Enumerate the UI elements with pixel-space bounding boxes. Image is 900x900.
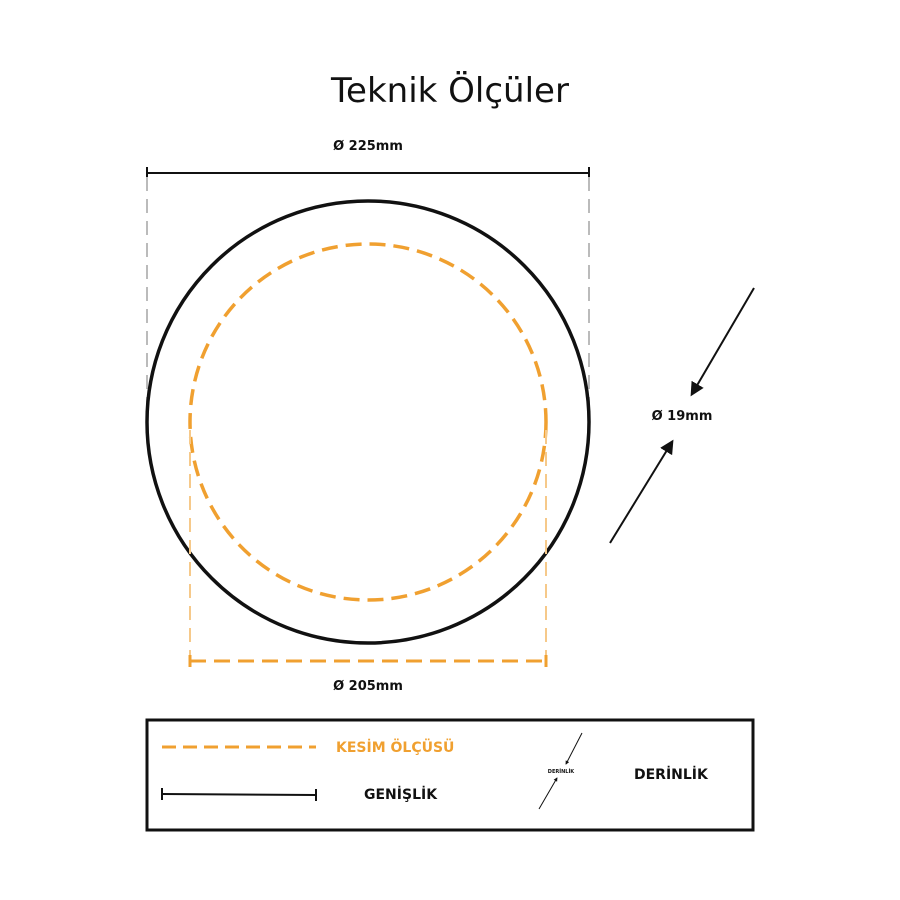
legend-cut-label: KESİM ÖLÇÜSÜ xyxy=(336,738,454,756)
legend-box xyxy=(145,718,755,832)
depth-arrow-bottom xyxy=(609,439,674,544)
legend-depth-mini-label: DERİNLİK xyxy=(548,768,576,775)
cut-circle xyxy=(188,242,548,602)
legend-width-line-sample xyxy=(161,793,317,796)
legend-depth-mini-arrow-top xyxy=(565,732,583,765)
legend-depth-label: DERİNLİK xyxy=(634,766,709,783)
legend-width-label: GENİŞLİK xyxy=(364,786,438,803)
depth-label: Ø 19mm xyxy=(652,409,713,424)
outer-circle xyxy=(145,199,591,645)
outer-diameter-label: Ø 225mm xyxy=(333,139,403,154)
page-title: Teknik Ölçüler xyxy=(330,70,569,111)
cut-diameter-label: Ø 205mm xyxy=(333,679,403,694)
legend-depth-mini-arrow-bottom xyxy=(538,777,558,810)
depth-arrow-top xyxy=(690,287,755,397)
